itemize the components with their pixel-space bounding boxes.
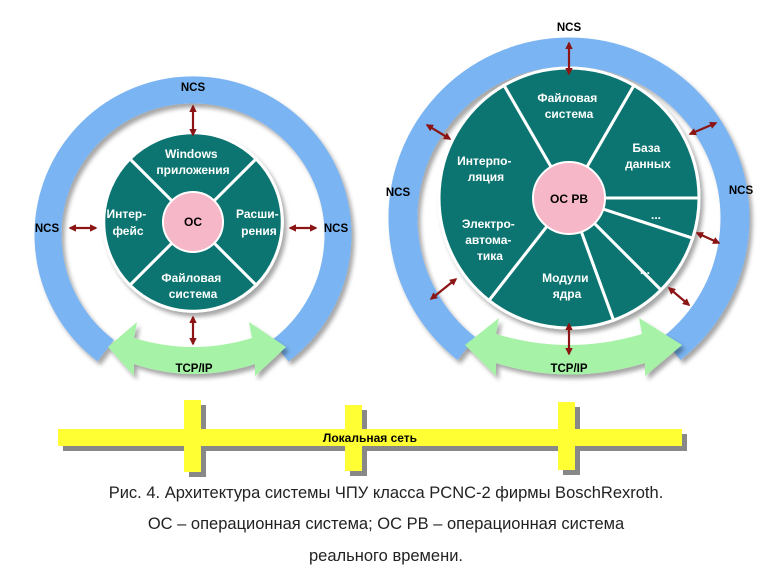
right-label-s1: Файловая система: [537, 91, 600, 121]
right-label-s4: ...: [640, 263, 650, 277]
left-sector-left: [102, 156, 196, 288]
right-system: TCP/IP ОС РВ Файловая система База данны…: [386, 22, 754, 376]
right-center-circle: [532, 161, 606, 235]
right-center-label: ОС РВ: [550, 192, 588, 206]
left-center-label: ОС: [184, 215, 202, 229]
right-arrow-mid-right: [695, 231, 721, 245]
network-label: Локальная сеть: [323, 431, 417, 445]
right-tcpip-label: TCP/IP: [550, 363, 587, 375]
right-sector-s6: [486, 194, 616, 330]
left-label-top: Windows приложения: [156, 147, 229, 177]
right-ncs-top: NCS: [557, 22, 582, 34]
right-arrow-lower-left: [429, 278, 458, 300]
right-label-s7: Интерпо- ляция: [457, 154, 515, 184]
right-label-s3: ...: [651, 208, 661, 222]
left-label-bottom: Файловая система: [161, 271, 224, 301]
right-sector-s2: [566, 83, 701, 200]
right-arrow-upper-right: [688, 121, 718, 136]
left-label-right: Расши- рения: [236, 207, 282, 238]
left-ncs-right: NCS: [324, 223, 349, 235]
right-ncs-right: NCS: [729, 185, 754, 197]
left-tcpip-arrow: [108, 322, 286, 376]
left-tcpip-label: TCP/IP: [175, 363, 212, 375]
local-network-bus: Локальная сеть: [58, 400, 687, 477]
left-label-left: Интер- фейс: [106, 207, 149, 238]
right-sector-s7: [437, 83, 571, 303]
left-system: TCP/IP ОС Windows приложения Интер- фейс…: [34, 76, 352, 376]
left-center-circle: [162, 191, 224, 253]
right-label-s2: База данных: [625, 141, 671, 171]
caption-line-3: реального времени.: [308, 547, 463, 565]
right-ncs-left: NCS: [386, 187, 411, 199]
caption-line-2: ОС – операционная система; ОС РВ – опера…: [147, 515, 625, 533]
left-ncs-left: NCS: [35, 223, 60, 235]
right-tcpip-arrow: [465, 318, 682, 376]
caption-line-1: Рис. 4. Архитектура системы ЧПУ класса P…: [108, 484, 664, 502]
left-sector-bottom: [127, 219, 259, 313]
left-ncs-top: NCS: [181, 82, 206, 94]
left-sector-right: [190, 156, 284, 288]
right-arrow-lower-right: [667, 287, 691, 306]
right-label-s6: Электро- автома- тика: [462, 217, 518, 263]
left-ncs-ring: [34, 76, 352, 362]
right-arrow-upper-left: [425, 124, 452, 140]
right-label-s5: Модули ядра: [542, 271, 592, 301]
